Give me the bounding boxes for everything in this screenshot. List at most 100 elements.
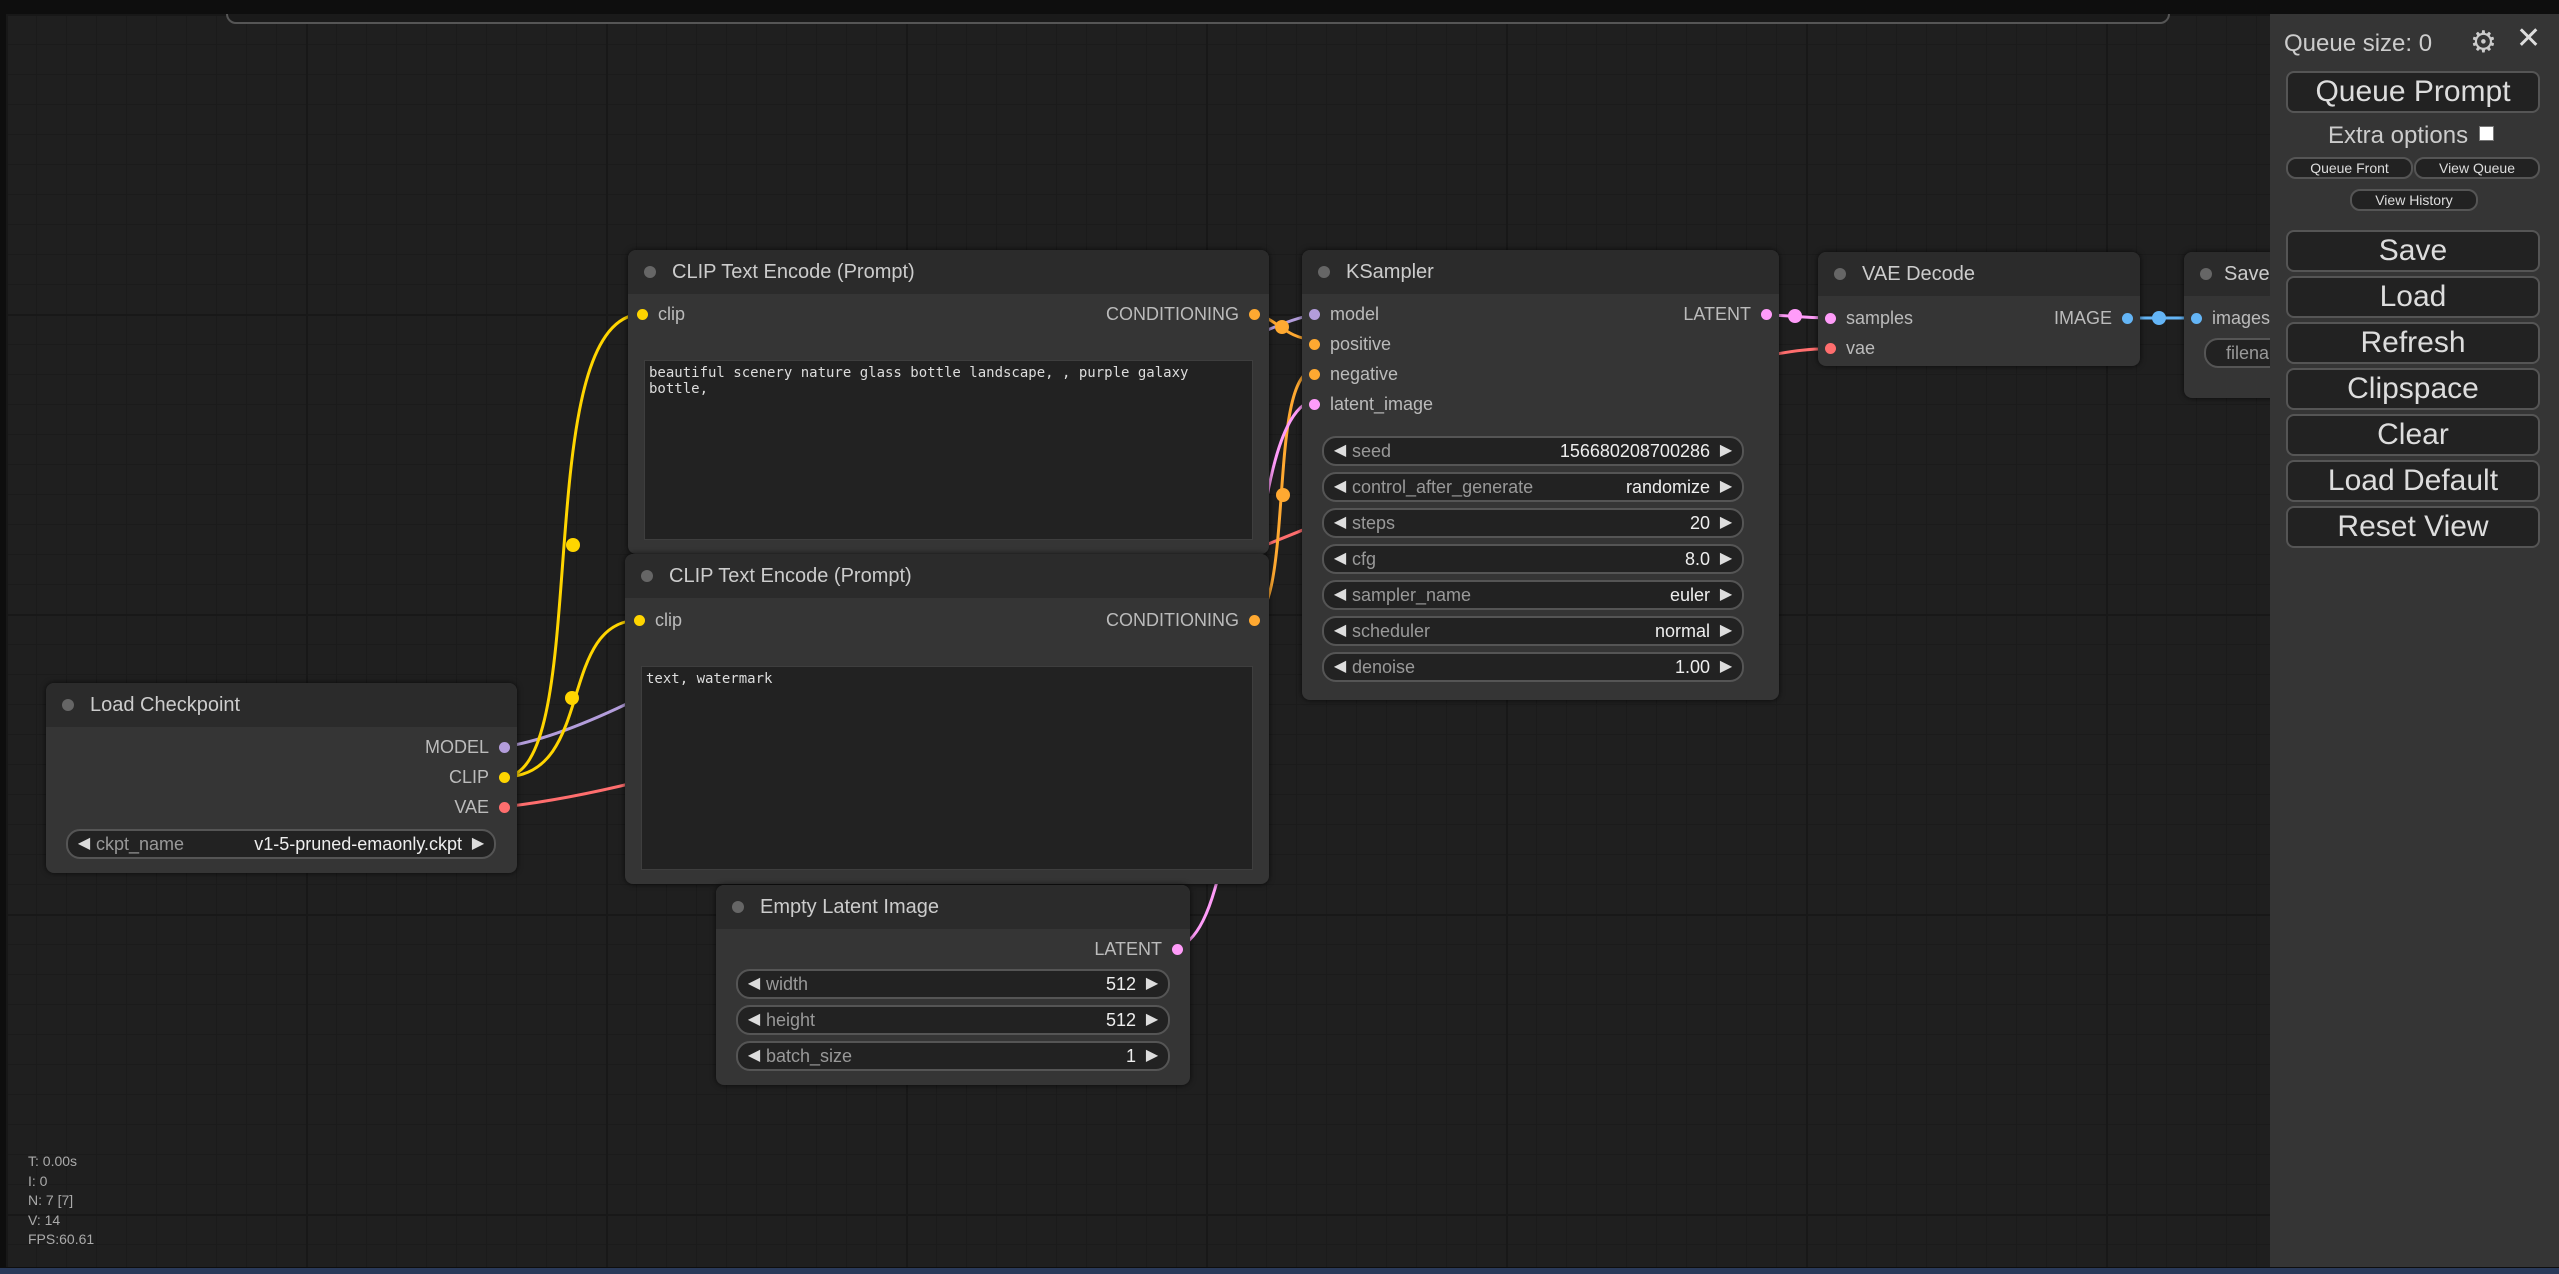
widget-value[interactable]: 1 bbox=[1125, 1046, 1136, 1066]
output-slot-conditioning[interactable]: CONDITIONING bbox=[1106, 610, 1263, 630]
slot-dot-icon[interactable] bbox=[499, 742, 510, 753]
view-history-button[interactable]: View History bbox=[2350, 189, 2478, 211]
node-title[interactable]: CLIP Text Encode (Prompt) bbox=[625, 554, 1269, 598]
node-title[interactable]: Load Checkpoint bbox=[46, 683, 517, 727]
decrement-arrow-icon[interactable]: ◀ bbox=[747, 1047, 761, 1064]
clipspace-button[interactable]: Clipspace bbox=[2286, 368, 2540, 410]
slot-dot-icon[interactable] bbox=[1825, 343, 1836, 354]
slot-dot-icon[interactable] bbox=[1249, 615, 1260, 626]
slot-dot-icon[interactable] bbox=[499, 772, 510, 783]
collapse-dot-icon[interactable] bbox=[1834, 268, 1846, 280]
view-queue-button[interactable]: View Queue bbox=[2414, 157, 2540, 179]
input-slot-clip[interactable]: clip bbox=[631, 610, 682, 630]
collapse-dot-icon[interactable] bbox=[2200, 268, 2212, 280]
widget-denoise[interactable]: ◀ denoise 1.00 ▶ bbox=[1322, 652, 1744, 682]
widget-value[interactable]: 512 bbox=[1105, 1010, 1136, 1030]
output-slot-model[interactable]: MODEL bbox=[425, 737, 513, 757]
node-empty-latent-image[interactable]: Empty Latent Image LATENT ◀ width 512 ▶ … bbox=[716, 885, 1190, 1085]
increment-arrow-icon[interactable]: ▶ bbox=[1719, 586, 1733, 603]
increment-arrow-icon[interactable]: ▶ bbox=[1719, 622, 1733, 639]
widget-value[interactable]: normal bbox=[1654, 621, 1710, 641]
output-slot-vae[interactable]: VAE bbox=[454, 797, 513, 817]
node-clip-text-encode-negative[interactable]: CLIP Text Encode (Prompt) clip CONDITION… bbox=[625, 554, 1269, 884]
output-slot-conditioning[interactable]: CONDITIONING bbox=[1106, 304, 1263, 324]
decrement-arrow-icon[interactable]: ◀ bbox=[747, 1011, 761, 1028]
increment-arrow-icon[interactable]: ▶ bbox=[1719, 514, 1733, 531]
widget-width[interactable]: ◀ width 512 ▶ bbox=[736, 969, 1170, 999]
widget-filename-prefix[interactable]: filename_prefix bbox=[2204, 338, 2270, 368]
widget-sampler-name[interactable]: ◀ sampler_name euler ▶ bbox=[1322, 580, 1744, 610]
decrement-arrow-icon[interactable]: ◀ bbox=[1333, 550, 1347, 567]
queue-prompt-button[interactable]: Queue Prompt bbox=[2286, 71, 2540, 113]
widget-value[interactable]: euler bbox=[1669, 585, 1710, 605]
node-title[interactable]: Empty Latent Image bbox=[716, 885, 1190, 929]
prompt-textarea[interactable]: beautiful scenery nature glass bottle la… bbox=[644, 360, 1253, 540]
slot-dot-icon[interactable] bbox=[1309, 369, 1320, 380]
input-slot-positive[interactable]: positive bbox=[1306, 334, 1391, 354]
node-load-checkpoint[interactable]: Load Checkpoint MODEL CLIP VAE ◀ ckpt_na… bbox=[46, 683, 517, 873]
collapse-dot-icon[interactable] bbox=[62, 699, 74, 711]
slot-dot-icon[interactable] bbox=[1825, 313, 1836, 324]
output-slot-image[interactable]: IMAGE bbox=[2054, 308, 2136, 328]
graph-canvas[interactable]: CLIP Text Encode (Prompt) clip CONDITION… bbox=[6, 14, 2270, 1267]
queue-front-button[interactable]: Queue Front bbox=[2286, 157, 2413, 179]
widget-value[interactable]: 156680208700286 bbox=[1559, 441, 1710, 461]
output-slot-clip[interactable]: CLIP bbox=[449, 767, 513, 787]
load-default-button[interactable]: Load Default bbox=[2286, 460, 2540, 502]
widget-seed[interactable]: ◀ seed 156680208700286 ▶ bbox=[1322, 436, 1744, 466]
widget-value[interactable]: 20 bbox=[1689, 513, 1710, 533]
output-slot-latent[interactable]: LATENT bbox=[1094, 939, 1186, 959]
clear-button[interactable]: Clear bbox=[2286, 414, 2540, 456]
widget-value[interactable]: v1-5-pruned-emaonly.ckpt bbox=[254, 834, 462, 854]
slot-dot-icon[interactable] bbox=[637, 309, 648, 320]
widget-value[interactable]: 8.0 bbox=[1684, 549, 1710, 569]
decrement-arrow-icon[interactable]: ◀ bbox=[1333, 586, 1347, 603]
slot-dot-icon[interactable] bbox=[1309, 339, 1320, 350]
node-title[interactable]: VAE Decode bbox=[1818, 252, 2140, 296]
increment-arrow-icon[interactable]: ▶ bbox=[1719, 550, 1733, 567]
increment-arrow-icon[interactable]: ▶ bbox=[1145, 975, 1159, 992]
input-slot-negative[interactable]: negative bbox=[1306, 364, 1398, 384]
close-icon[interactable]: ✕ bbox=[2516, 22, 2542, 55]
slot-dot-icon[interactable] bbox=[1249, 309, 1260, 320]
input-slot-model[interactable]: model bbox=[1306, 304, 1379, 324]
increment-arrow-icon[interactable]: ▶ bbox=[1719, 658, 1733, 675]
decrement-arrow-icon[interactable]: ◀ bbox=[1333, 622, 1347, 639]
slot-dot-icon[interactable] bbox=[1761, 309, 1772, 320]
widget-steps[interactable]: ◀ steps 20 ▶ bbox=[1322, 508, 1744, 538]
node-title[interactable]: KSampler bbox=[1302, 250, 1779, 294]
node-clip-text-encode-positive[interactable]: CLIP Text Encode (Prompt) clip CONDITION… bbox=[628, 250, 1269, 554]
decrement-arrow-icon[interactable]: ◀ bbox=[1333, 442, 1347, 459]
widget-ckpt-name[interactable]: ◀ ckpt_name v1-5-pruned-emaonly.ckpt ▶ bbox=[66, 829, 496, 859]
widget-height[interactable]: ◀ height 512 ▶ bbox=[736, 1005, 1170, 1035]
settings-gear-icon[interactable]: ⚙ bbox=[2470, 26, 2497, 59]
increment-arrow-icon[interactable]: ▶ bbox=[1719, 478, 1733, 495]
decrement-arrow-icon[interactable]: ◀ bbox=[1333, 514, 1347, 531]
collapse-dot-icon[interactable] bbox=[641, 570, 653, 582]
slot-dot-icon[interactable] bbox=[1309, 399, 1320, 410]
input-slot-samples[interactable]: samples bbox=[1822, 308, 1913, 328]
node-ksampler[interactable]: KSampler model positive negative latent_… bbox=[1302, 250, 1779, 700]
widget-value[interactable]: 512 bbox=[1105, 974, 1136, 994]
slot-dot-icon[interactable] bbox=[634, 615, 645, 626]
collapse-dot-icon[interactable] bbox=[1318, 266, 1330, 278]
prompt-textarea[interactable]: text, watermark bbox=[641, 666, 1253, 870]
load-button[interactable]: Load bbox=[2286, 276, 2540, 318]
refresh-button[interactable]: Refresh bbox=[2286, 322, 2540, 364]
decrement-arrow-icon[interactable]: ◀ bbox=[1333, 658, 1347, 675]
slot-dot-icon[interactable] bbox=[1172, 944, 1183, 955]
collapse-dot-icon[interactable] bbox=[644, 266, 656, 278]
decrement-arrow-icon[interactable]: ◀ bbox=[747, 975, 761, 992]
extra-options-checkbox[interactable] bbox=[2478, 126, 2494, 141]
widget-batch-size[interactable]: ◀ batch_size 1 ▶ bbox=[736, 1041, 1170, 1071]
widget-value[interactable]: 1.00 bbox=[1674, 657, 1710, 677]
widget-control-after-generate[interactable]: ◀ control_after_generate randomize ▶ bbox=[1322, 472, 1744, 502]
output-slot-latent[interactable]: LATENT bbox=[1683, 304, 1775, 324]
widget-cfg[interactable]: ◀ cfg 8.0 ▶ bbox=[1322, 544, 1744, 574]
decrement-arrow-icon[interactable]: ◀ bbox=[77, 835, 91, 852]
node-save-image[interactable]: Save Image images filename_prefix bbox=[2184, 252, 2270, 398]
widget-scheduler[interactable]: ◀ scheduler normal ▶ bbox=[1322, 616, 1744, 646]
node-title[interactable]: Save Image bbox=[2184, 252, 2270, 296]
slot-dot-icon[interactable] bbox=[2122, 313, 2133, 324]
collapse-dot-icon[interactable] bbox=[732, 901, 744, 913]
